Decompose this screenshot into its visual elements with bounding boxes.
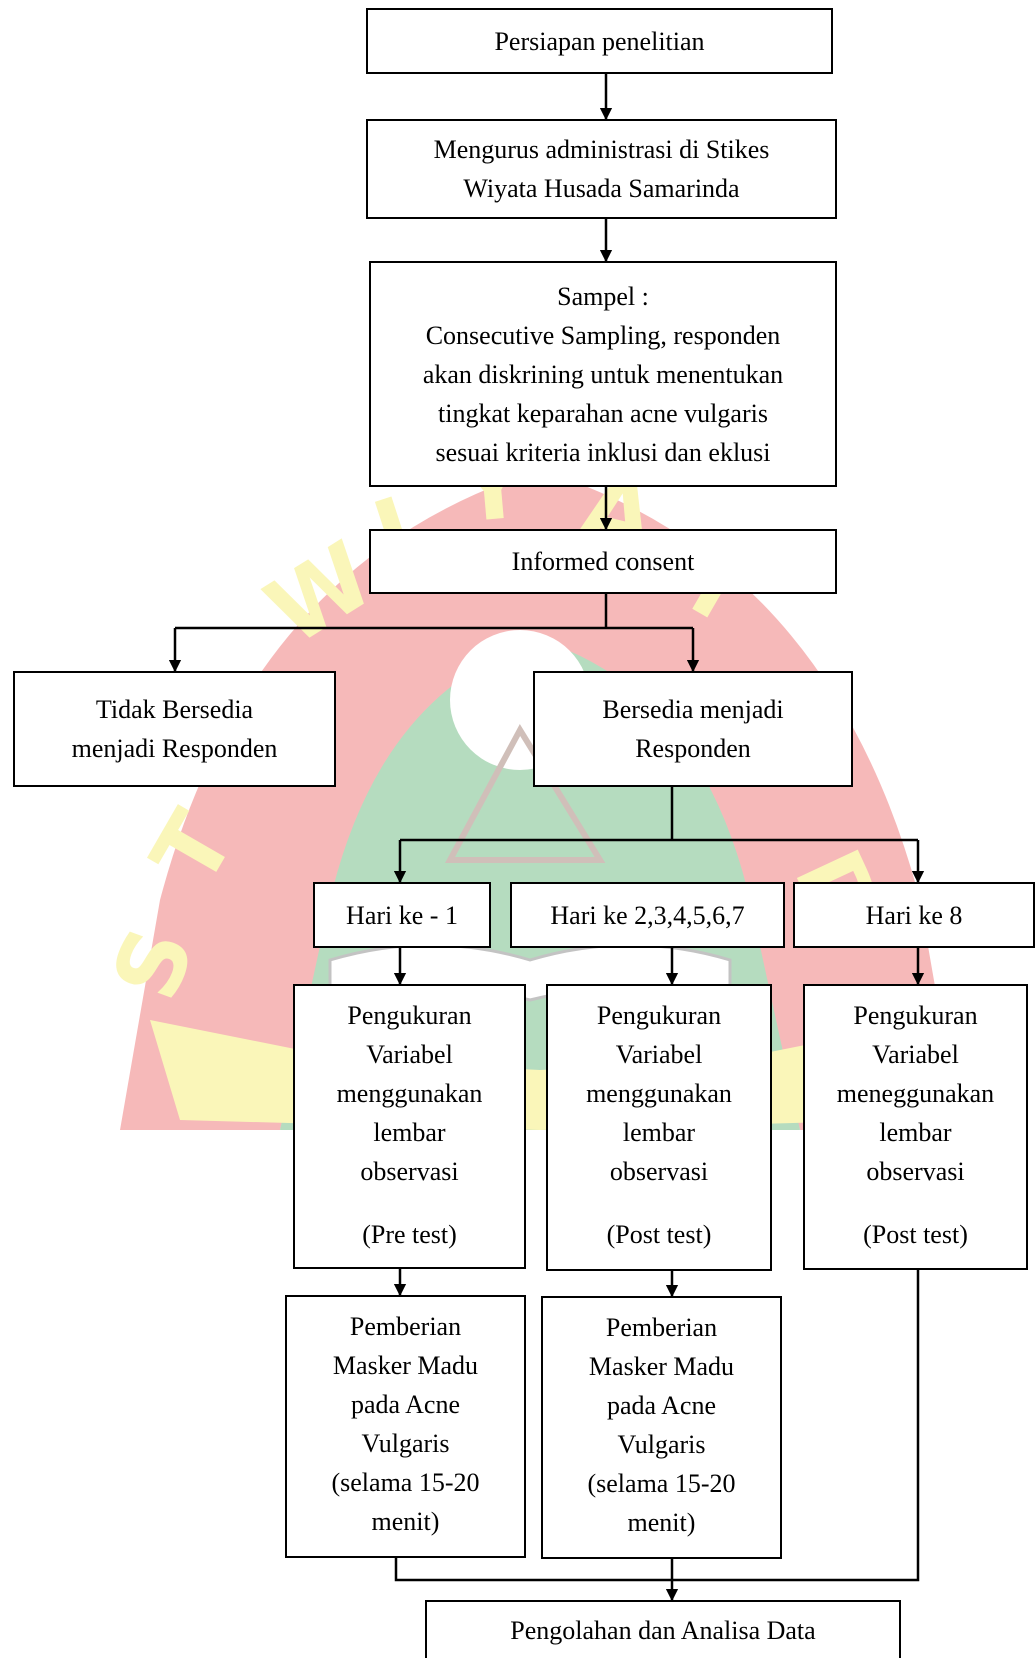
box-hari-ke-8: Hari ke 8 (793, 882, 1035, 948)
box-informed-consent: Informed consent (369, 529, 837, 594)
box-pemberian-masker-2: Pemberian Masker Madu pada Acne Vulgaris… (541, 1296, 782, 1559)
box-pengukuran-pre-test: Pengukuran Variabel menggunakan lembar o… (293, 984, 526, 1269)
box-persiapan-penelitian: Persiapan penelitian (366, 8, 833, 74)
box-tidak-bersedia: Tidak Bersedia menjadi Responden (13, 671, 336, 787)
watermark-red-arch (120, 470, 960, 1130)
measure-test-label: (Post test) (606, 1220, 712, 1249)
watermark-mountain (444, 723, 606, 863)
box-pemberian-masker-1: Pemberian Masker Madu pada Acne Vulgaris… (285, 1295, 526, 1558)
box-hari-ke-2-7: Hari ke 2,3,4,5,6,7 (510, 882, 785, 948)
box-pengukuran-post-test-1: Pengukuran Variabel menggunakan lembar o… (546, 984, 772, 1271)
line-measure3-merge (672, 1269, 920, 1582)
box-pengukuran-post-test-2: Pengukuran Variabel meneggunakan lembar … (803, 984, 1028, 1270)
measure-test-label: (Pre test) (362, 1220, 457, 1249)
box-hari-ke-1: Hari ke - 1 (313, 882, 491, 948)
box-sampel: Sampel : Consecutive Sampling, responden… (369, 261, 837, 487)
box-pengolahan-analisa: Pengolahan dan Analisa Data (425, 1600, 901, 1658)
line-treat1-merge (394, 1557, 672, 1582)
measure-test-label: (Post test) (863, 1220, 968, 1249)
measure-text: Pengukuran Variabel menggunakan lembar o… (336, 1001, 483, 1186)
measure-text: Pengukuran Variabel menggunakan lembar o… (586, 1001, 732, 1186)
box-bersedia: Bersedia menjadi Responden (533, 671, 853, 787)
measure-text: Pengukuran Variabel meneggunakan lembar … (836, 1001, 995, 1186)
box-administrasi: Mengurus administrasi di Stikes Wiyata H… (366, 119, 837, 219)
